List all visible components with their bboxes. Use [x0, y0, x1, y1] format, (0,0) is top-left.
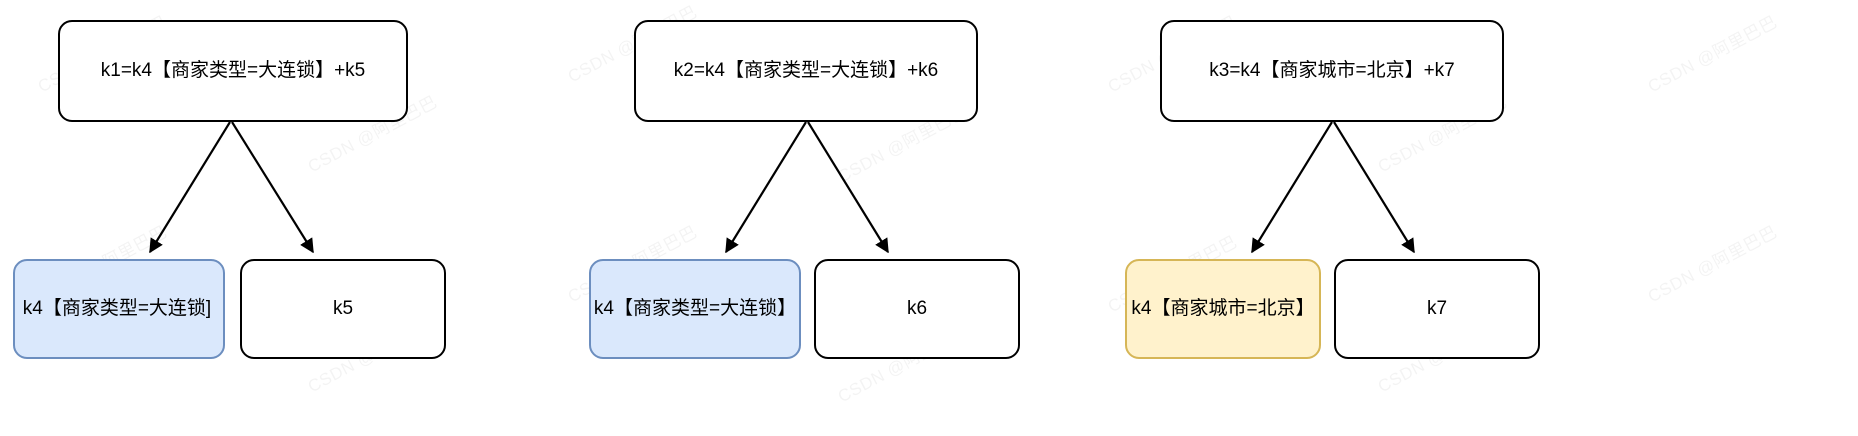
node-k3-parent[interactable]: k3=k4【商家城市=北京】+k7 [1160, 20, 1504, 122]
node-k2-parent[interactable]: k2=k4【商家类型=大连锁】+k6 [634, 20, 978, 122]
edge-k2-to-k6 [807, 121, 889, 254]
node-k4-merchant-city-label: k4【商家城市=北京】 [1131, 297, 1315, 319]
node-k6-label: k6 [906, 297, 928, 319]
node-k4-merchant-type-1-label: k4【商家类型=大连锁] [22, 297, 212, 319]
edge-k2-to-k4 [725, 121, 807, 254]
node-k4-merchant-type-2-label: k4【商家类型=大连锁】 [593, 297, 797, 319]
node-k7[interactable]: k7 [1334, 259, 1540, 359]
node-k5-label: k5 [332, 297, 354, 319]
node-k6[interactable]: k6 [814, 259, 1020, 359]
node-k5[interactable]: k5 [240, 259, 446, 359]
node-k4-merchant-type-1[interactable]: k4【商家类型=大连锁] [13, 259, 225, 359]
node-k1-label: k1=k4【商家类型=大连锁】+k5 [100, 59, 366, 81]
node-k1-parent[interactable]: k1=k4【商家类型=大连锁】+k5 [58, 20, 408, 122]
node-k3-label: k3=k4【商家城市=北京】+k7 [1209, 59, 1455, 81]
edge-k1-to-k5 [231, 121, 314, 254]
node-k2-label: k2=k4【商家类型=大连锁】+k6 [673, 59, 939, 81]
edge-k3-to-k4 [1251, 121, 1333, 254]
node-k7-label: k7 [1426, 297, 1448, 319]
edge-k3-to-k7 [1333, 121, 1415, 254]
node-k4-merchant-city[interactable]: k4【商家城市=北京】 [1125, 259, 1321, 359]
node-k4-merchant-type-2[interactable]: k4【商家类型=大连锁】 [589, 259, 801, 359]
edge-k1-to-k4 [149, 121, 231, 254]
